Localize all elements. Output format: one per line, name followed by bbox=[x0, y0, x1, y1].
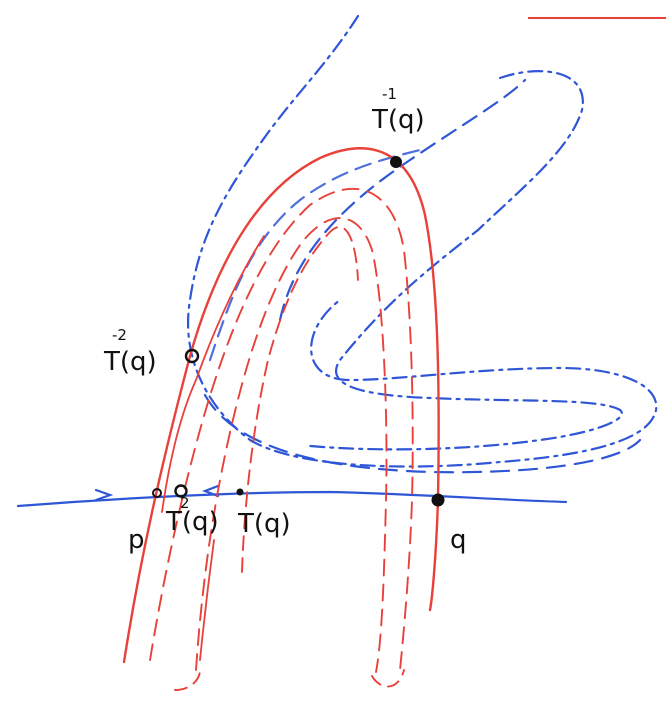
stable-manifold-outer-dashdot bbox=[186, 14, 658, 468]
unstable-manifold-inner-solid-1 bbox=[161, 235, 265, 513]
point-Tinv2-q bbox=[184, 348, 200, 364]
label-Tinv-q-exponent: -1 bbox=[382, 85, 397, 103]
orbit-points bbox=[152, 156, 445, 507]
label-Tq: T(q) bbox=[237, 509, 291, 539]
point-q bbox=[431, 493, 445, 507]
arrow-right-icon bbox=[94, 488, 114, 502]
stable-manifold-upper-fold bbox=[186, 14, 658, 474]
label-q: q bbox=[450, 525, 467, 555]
label-Tinv2-q-exponent: -2 bbox=[112, 326, 127, 344]
label-Tinv-q: T(q) bbox=[371, 105, 425, 135]
stable-manifold-dashed-arc-2 bbox=[208, 148, 422, 362]
unstable-manifold-dashed-fold-4 bbox=[174, 669, 405, 691]
unstable-manifold-dashed-fold-1 bbox=[149, 187, 414, 671]
unstable-manifold-dashed-fold-2 bbox=[195, 217, 388, 673]
unstable-manifold-dashed-fold-3 bbox=[241, 226, 359, 573]
label-T2q-exponent: 2 bbox=[180, 494, 190, 512]
stable-manifold-inner-dashdot bbox=[308, 70, 623, 451]
point-p bbox=[152, 488, 162, 498]
label-Tinv2-q: T(q) bbox=[103, 347, 157, 377]
unstable-manifold-main-fold bbox=[122, 147, 440, 664]
label-T2q: T(q) bbox=[165, 507, 219, 537]
unstable-manifold bbox=[122, 147, 440, 691]
unstable-manifold-inner-solid-2 bbox=[199, 539, 215, 661]
arrow-left-icon bbox=[201, 484, 220, 498]
point-labels: p T(q) 2 T(q) q T(q) -1 T(q) -2 bbox=[103, 85, 467, 555]
point-Tinv-q bbox=[390, 156, 402, 168]
point-T2q bbox=[174, 484, 188, 498]
point-Tq bbox=[236, 488, 244, 496]
stable-manifold-line bbox=[16, 484, 568, 508]
label-p: p bbox=[128, 525, 145, 555]
stable-manifold-dashed-arc-1 bbox=[278, 78, 527, 322]
stable-manifold-dashed-lobe bbox=[203, 393, 642, 474]
